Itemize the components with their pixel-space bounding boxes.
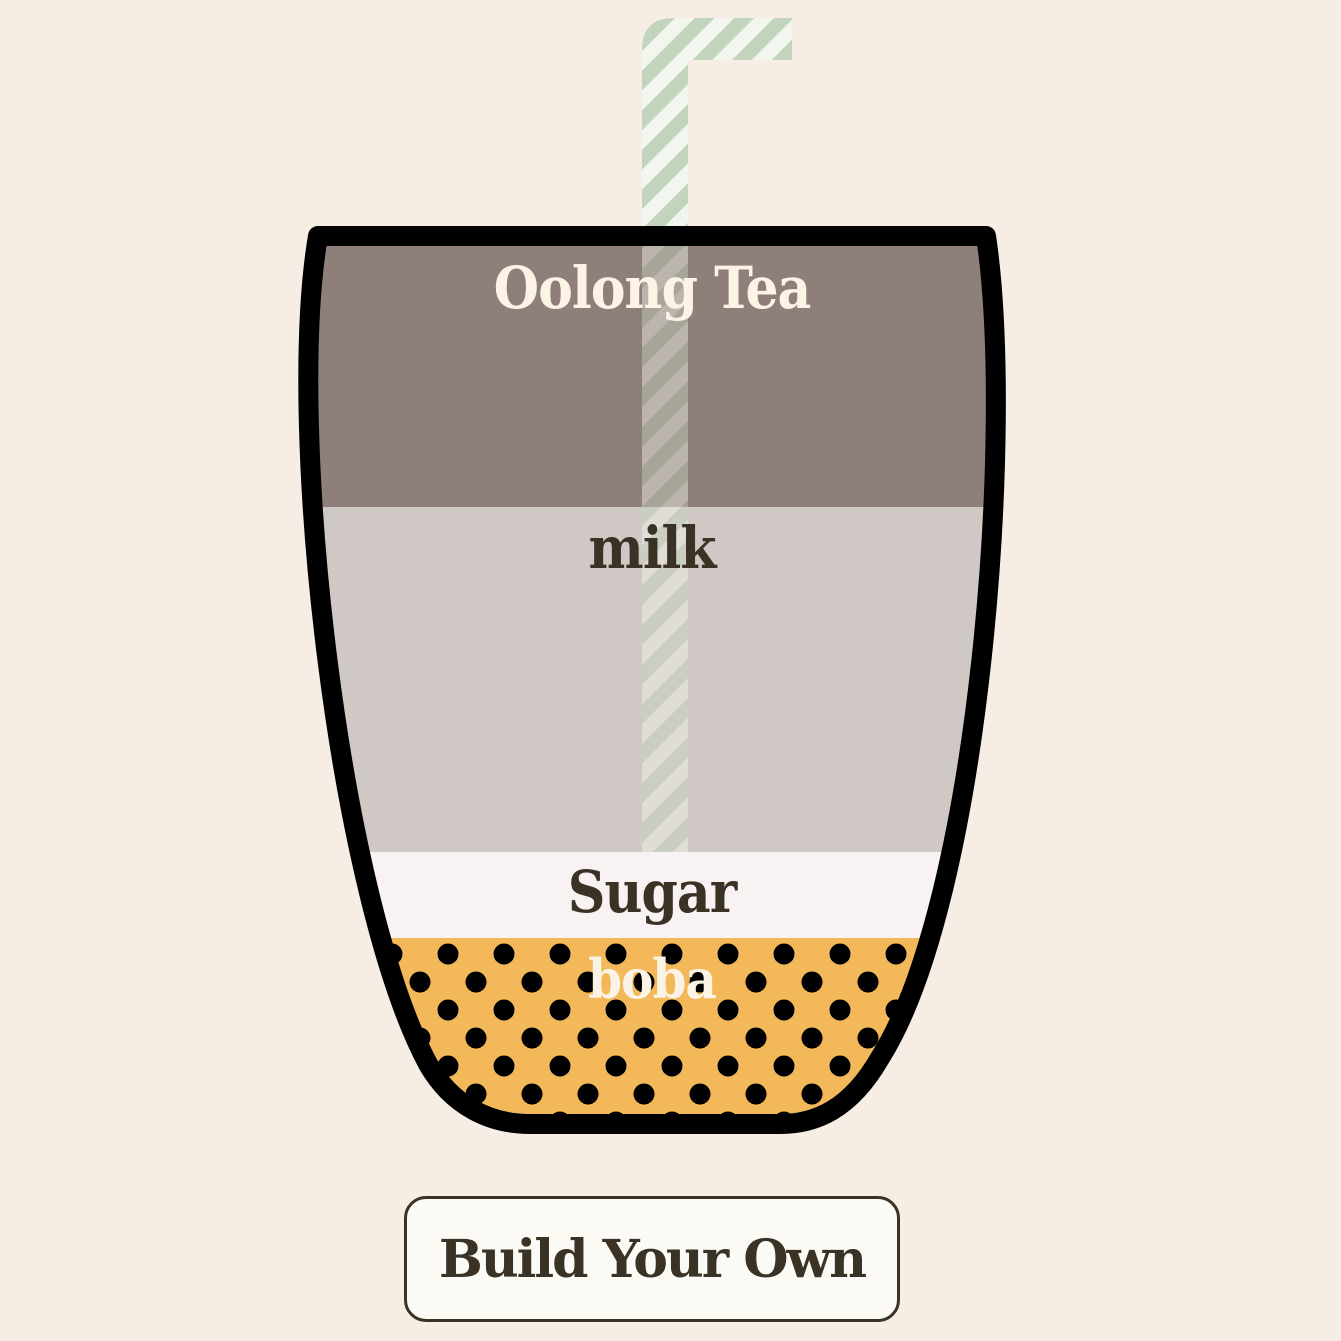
straw-submerged: [642, 240, 688, 852]
build-your-own-button[interactable]: Build Your Own: [404, 1196, 900, 1322]
layer-label-sugar: Sugar: [568, 858, 739, 926]
layer-sugar: [308, 852, 996, 938]
straw: [642, 18, 792, 232]
layer-label-tea: Oolong Tea: [494, 254, 811, 322]
straw-bend: [642, 18, 792, 232]
layer-label-boba: boba: [588, 947, 716, 1011]
cup-outline: [298, 226, 1006, 1134]
layer-label-milk: milk: [588, 514, 718, 582]
cup-contents: [308, 240, 996, 1114]
